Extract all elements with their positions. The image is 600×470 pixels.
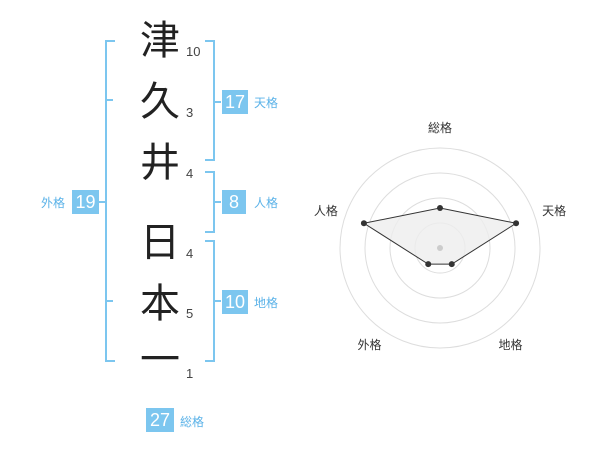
radar-point-1 <box>513 220 520 227</box>
stroke-count-4: 4 <box>186 246 194 261</box>
soukaku-badge: 27 <box>146 408 174 432</box>
chikaku-label: 地格 <box>254 296 279 310</box>
gaikaku-badge: 19 <box>72 190 99 214</box>
gaikaku-tick-lower <box>107 300 113 302</box>
stroke-count-3: 4 <box>186 166 194 181</box>
radar-point-4 <box>360 220 367 227</box>
name-char-4: 日 <box>140 220 180 266</box>
radar-axis-label-4: 人格 <box>314 203 338 218</box>
gaikaku-label: 外格 <box>41 196 66 210</box>
radar-point-2 <box>448 261 455 268</box>
tenkaku-bracket-connector <box>213 101 221 103</box>
radar-ring-3 <box>364 172 516 324</box>
tenkaku-badge: 17 <box>222 90 248 114</box>
soukaku-label: 総格 <box>180 415 205 429</box>
name-char-5: 本 <box>140 281 180 327</box>
jinkaku-label: 人格 <box>254 196 279 210</box>
jinkaku-badge: 8 <box>222 190 246 214</box>
jinkaku-bracket-connector <box>213 201 221 203</box>
radar-ring-4 <box>339 147 541 349</box>
radar-area <box>362 207 518 265</box>
stroke-count-5: 5 <box>186 306 194 321</box>
radar-point-0 <box>437 205 443 211</box>
gaikaku-bracket-connector <box>99 201 105 203</box>
tenkaku-bracket <box>205 40 215 161</box>
chikaku-bracket-connector <box>213 300 221 302</box>
radar-center-dot <box>437 245 443 251</box>
stroke-count-6: 1 <box>186 366 194 381</box>
radar-axis-label-2: 地格 <box>499 337 523 352</box>
name-char-2: 久 <box>140 79 180 125</box>
stroke-count-2: 3 <box>186 105 194 120</box>
name-char-1: 津 <box>140 18 180 64</box>
tenkaku-label: 天格 <box>254 96 279 110</box>
radar-axis-label-3: 外格 <box>357 337 381 352</box>
gaikaku-bracket <box>105 40 115 362</box>
radar-points <box>360 205 520 268</box>
radar-axis-label-1: 天格 <box>542 203 566 218</box>
gaikaku-tick-upper <box>107 99 113 101</box>
name-char-3: 井 <box>140 140 180 186</box>
radar-ring-2 <box>389 197 491 299</box>
name-char-6: 一 <box>140 337 180 383</box>
radar-axis-label-0: 総格 <box>428 120 452 135</box>
stroke-count-1: 10 <box>186 44 201 59</box>
chikaku-badge: 10 <box>222 290 248 314</box>
radar-point-3 <box>425 261 432 268</box>
